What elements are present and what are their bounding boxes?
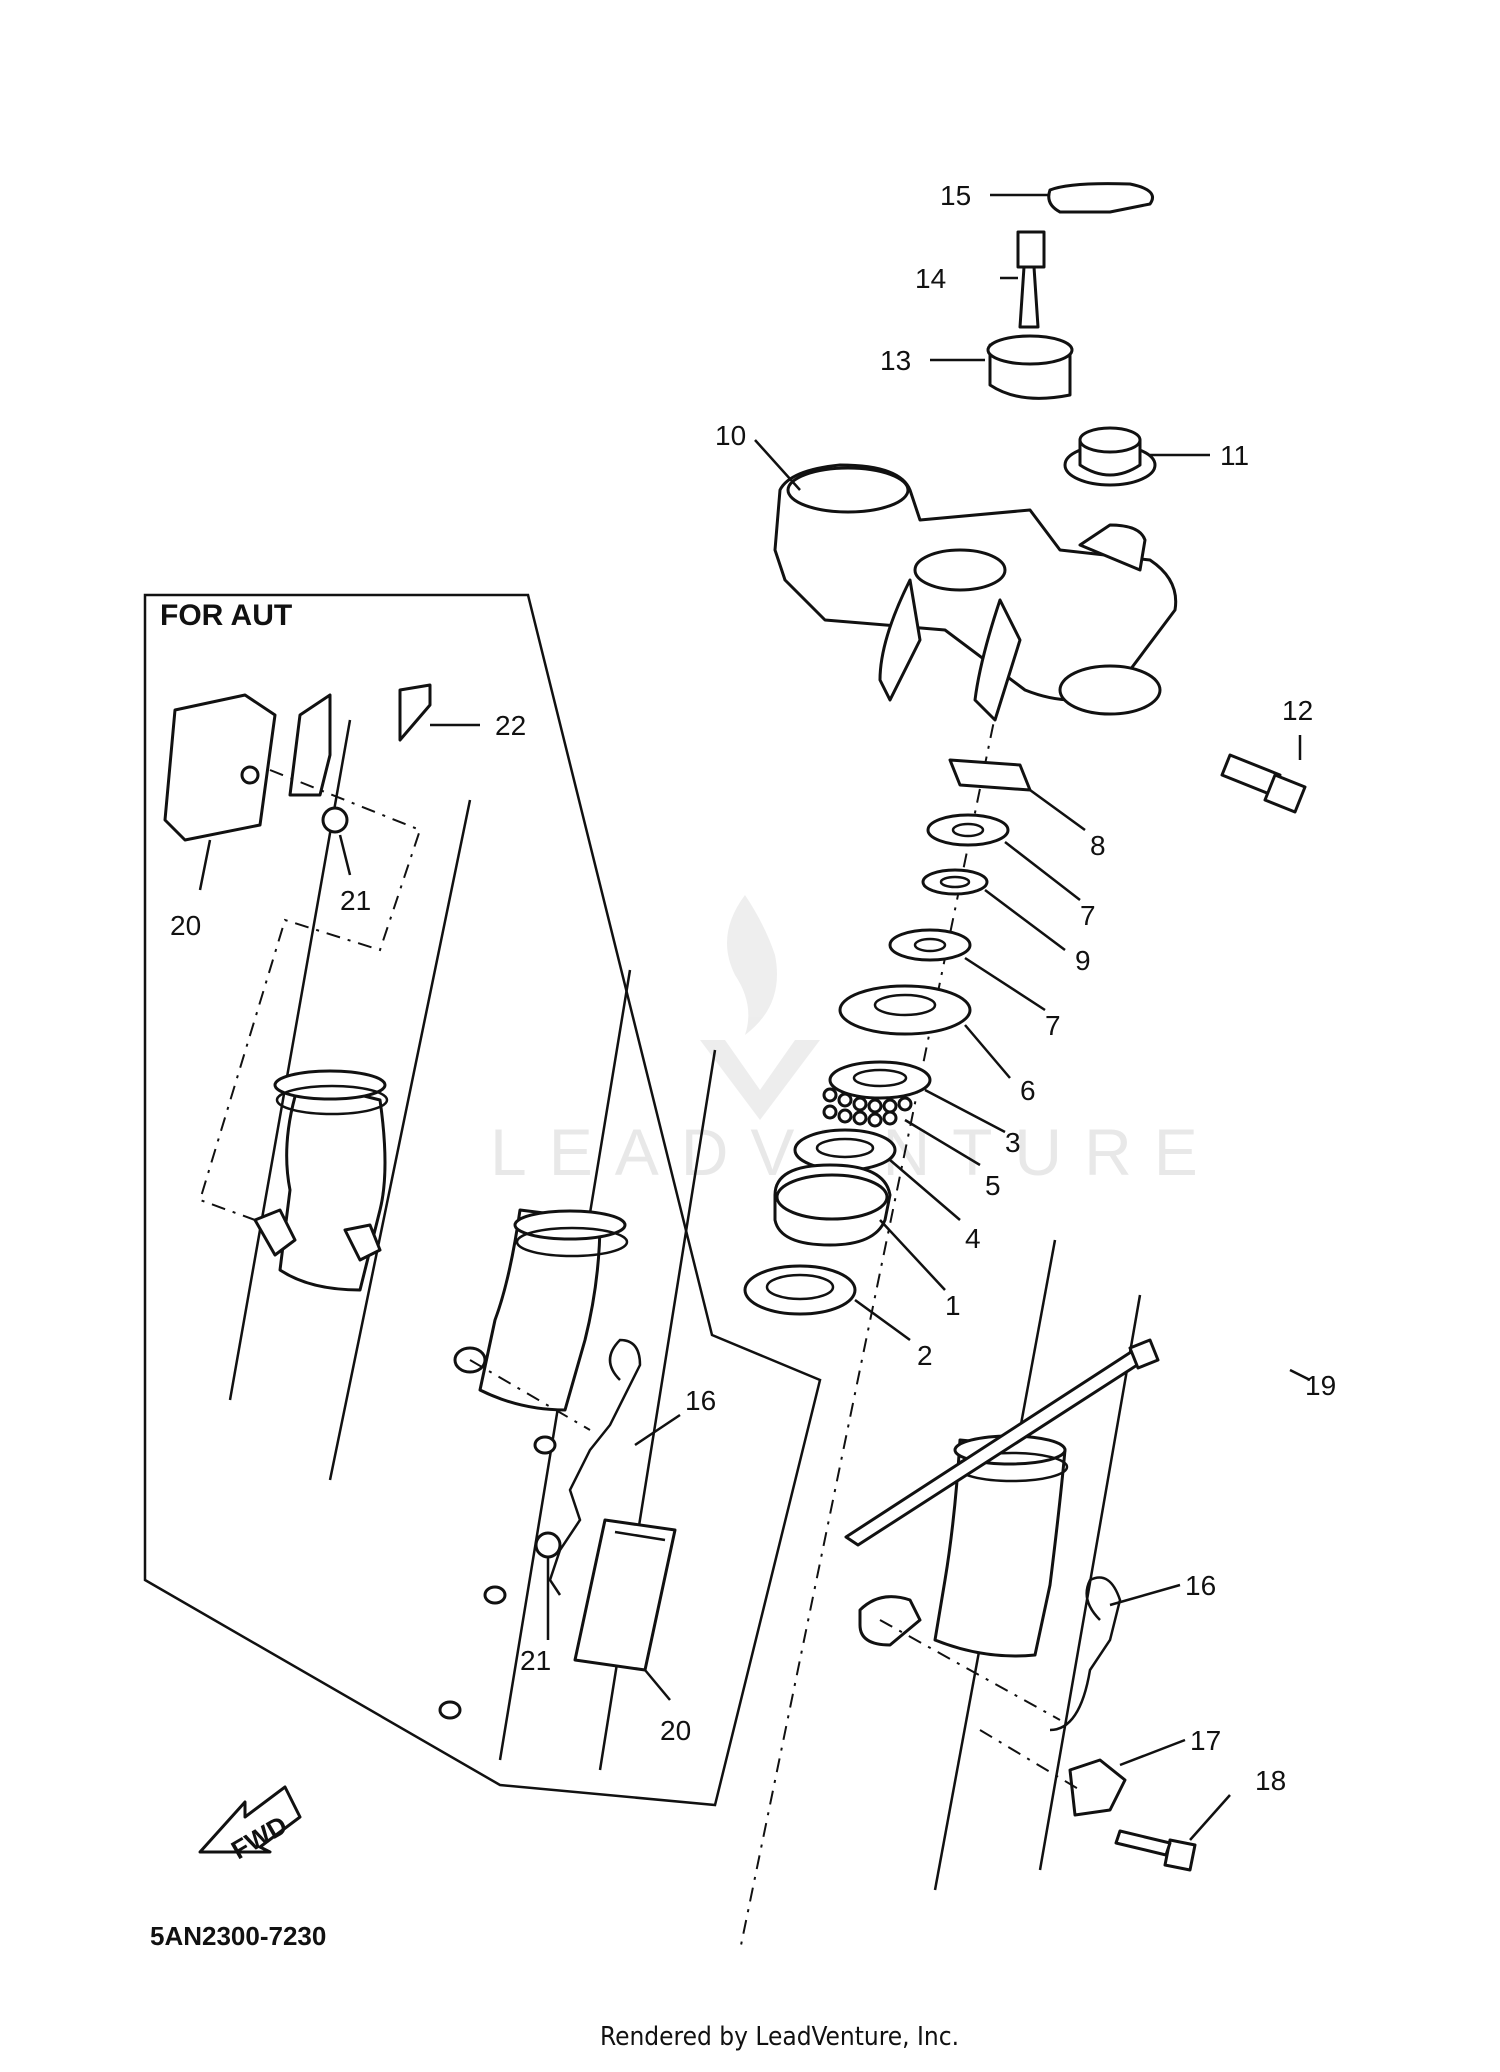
panel-label: FOR AUT (160, 599, 292, 632)
diagram-code: 5AN2300-7230 (150, 1921, 326, 1951)
part-18-bolt (1114, 1829, 1197, 1872)
part-19-cable-tie (844, 1338, 1160, 1547)
callout-12: 12 (1282, 695, 1313, 726)
part-21-nut-upper (321, 806, 349, 834)
callout-16-panel: 16 (685, 1385, 716, 1416)
callout-2: 2 (917, 1340, 933, 1371)
callout-1: 1 (945, 1290, 961, 1321)
part-12-bolt (1220, 753, 1307, 814)
part-13-handlebar-holder (986, 334, 1074, 400)
part-20-reflector-lower (573, 1518, 677, 1672)
callout-22: 22 (495, 710, 526, 741)
callout-13: 13 (880, 345, 911, 376)
callout-14: 14 (915, 263, 946, 294)
part-3-race (828, 1060, 932, 1100)
callout-18: 18 (1255, 1765, 1286, 1796)
callout-19: 19 (1305, 1370, 1336, 1401)
callout-20-upper: 20 (170, 910, 201, 941)
callout-21-lower: 21 (520, 1645, 551, 1676)
callout-8: 8 (1090, 830, 1106, 861)
for-aut-panel: FOR AUT (143, 593, 822, 1807)
leader-lines (198, 193, 1311, 1841)
part-7-ring-nut-upper (926, 813, 1010, 847)
part-16-clip-right (1049, 1576, 1122, 1732)
part-14-bolt (1016, 230, 1046, 329)
part-5-balls (822, 1087, 913, 1128)
callout-17: 17 (1190, 1725, 1221, 1756)
part-4-bearing (793, 1128, 897, 1172)
part-7-ring-nut-lower (888, 928, 972, 962)
callout-21-upper: 21 (340, 885, 371, 916)
callout-5: 5 (985, 1170, 1001, 1201)
part-15-cap (1047, 182, 1154, 214)
part-1-bearing (773, 1163, 892, 1247)
part-17-guide (1068, 1758, 1127, 1817)
part-11-nut (1063, 426, 1157, 487)
part-8-washer (948, 758, 1032, 792)
callout-10: 10 (715, 420, 746, 451)
part-20-reflector-upper (163, 693, 277, 842)
callout-16-right: 16 (1185, 1570, 1216, 1601)
right-fork-tube (858, 1239, 1142, 1891)
part-2-seal (743, 1264, 857, 1316)
part-16-clip-panel (548, 1338, 642, 1596)
callout-6: 6 (1020, 1075, 1036, 1106)
callout-15: 15 (940, 180, 971, 211)
middle-fork-tube (438, 969, 717, 1771)
part-22-bracket (288, 683, 432, 797)
left-fork-tube (228, 719, 472, 1481)
callout-7-upper: 7 (1080, 900, 1096, 931)
callout-3: 3 (1005, 1127, 1021, 1158)
upper-bracket (773, 463, 1178, 722)
callout-labels: 15 14 13 10 11 12 8 7 9 7 6 3 5 4 1 2 19… (170, 180, 1336, 1796)
part-9-washer (921, 868, 989, 896)
callout-20-lower: 20 (660, 1715, 691, 1746)
part-6-cover (838, 984, 972, 1036)
callout-11: 11 (1220, 440, 1249, 471)
footer-credit: Rendered by LeadVenture, Inc. (600, 2022, 959, 2052)
callout-4: 4 (965, 1223, 981, 1254)
fwd-arrow-icon: FWD (198, 1785, 302, 1865)
part-21-nut-lower (534, 1531, 562, 1559)
callout-7-lower: 7 (1045, 1010, 1061, 1041)
callout-9: 9 (1075, 945, 1091, 976)
